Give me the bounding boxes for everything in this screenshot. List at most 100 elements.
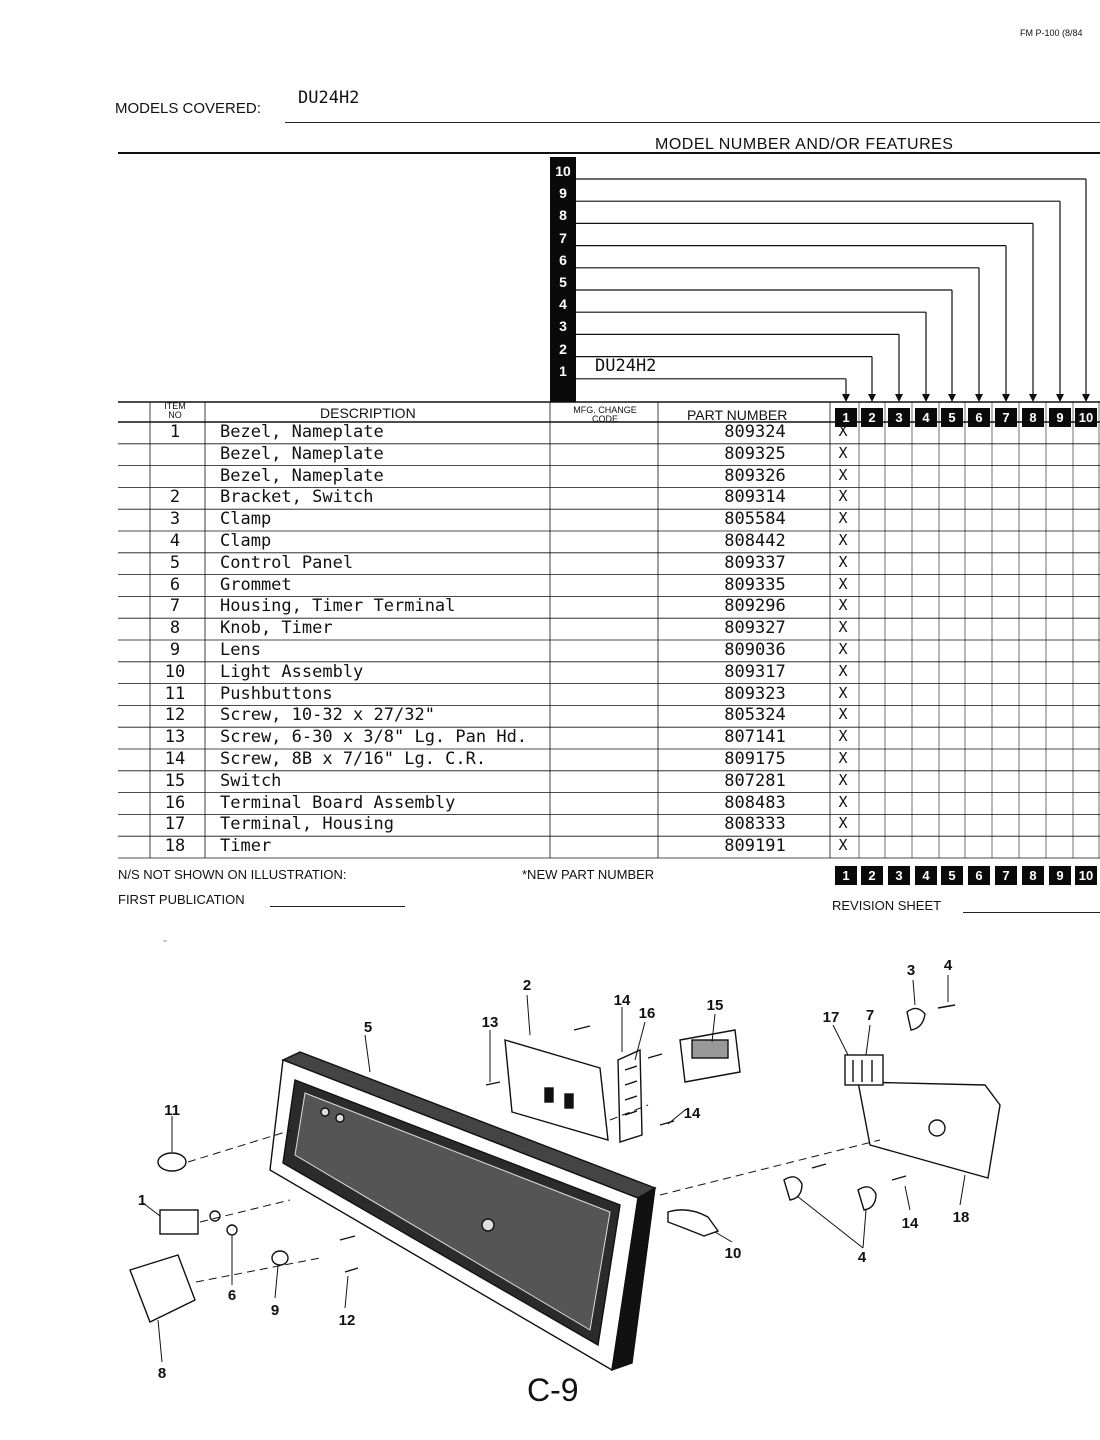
callout-12: 12	[339, 1312, 356, 1329]
clamp-4a	[783, 1176, 803, 1201]
page-code: C-9	[527, 1372, 579, 1408]
column-1-model: DU24H2	[595, 356, 657, 376]
row-part-number: 807281	[724, 770, 786, 791]
strip-number-3: 3	[559, 318, 567, 335]
model-col-header-10: 10	[1075, 408, 1097, 427]
row-description: Terminal Board Assembly	[220, 792, 456, 813]
row-model1-mark: X	[838, 552, 848, 571]
light-assembly	[667, 1209, 720, 1237]
row-item-no: 10	[164, 661, 186, 682]
model-col-footer-2: 2	[861, 866, 883, 885]
leader-arrow-6	[975, 394, 983, 402]
control-panel-end	[611, 1186, 656, 1372]
terminal-board	[617, 1048, 643, 1143]
callout-13: 13	[482, 1014, 499, 1031]
row-item-no: 9	[169, 640, 181, 660]
row-item-no: 18	[164, 836, 186, 857]
row-item-no: 6	[169, 574, 181, 595]
model-col-footer-10: 10	[1075, 866, 1097, 885]
terminal-housing	[844, 1054, 884, 1086]
row-model1-mark: X	[838, 531, 848, 549]
row-part-number: 807141	[724, 727, 786, 748]
callout-9: 9	[271, 1302, 279, 1319]
strip-number-9: 9	[559, 185, 567, 202]
model-col-footer-4: 4	[915, 866, 937, 885]
nameplate-bezel	[159, 1209, 199, 1235]
row-part-number: 809324	[724, 422, 786, 442]
row-model1-mark: X	[838, 465, 848, 484]
row-part-number: 809296	[724, 596, 786, 617]
row-item-no: 1	[169, 422, 181, 442]
row-description: Lens	[220, 640, 261, 660]
model-col-footer-8: 8	[1022, 866, 1044, 885]
features-title: MODEL NUMBER AND/OR FEATURES	[655, 136, 954, 153]
row-description: Screw, 8B x 7/16" Lg. C.R.	[220, 749, 487, 769]
row-item-no: 4	[169, 531, 181, 551]
first-publication-label: FIRST PUBLICATION	[118, 892, 245, 907]
leader-arrow-10	[1082, 394, 1090, 402]
callout-4: 4	[858, 1249, 867, 1266]
callout-10: 10	[725, 1245, 742, 1262]
description-header: DESCRIPTION	[320, 405, 416, 421]
item-no-header: ITEM NO	[152, 402, 198, 420]
leader-arrow-3	[895, 394, 903, 402]
row-part-number: 809325	[724, 443, 786, 464]
clamp-4b	[857, 1186, 877, 1211]
row-description: Bracket, Switch	[220, 487, 374, 508]
leader-arrow-8	[1029, 394, 1037, 402]
row-item-no: 12	[164, 705, 186, 726]
leader-arrow-2	[868, 394, 876, 402]
item-header-line2: NO	[168, 410, 182, 420]
callout-8: 8	[158, 1365, 166, 1382]
row-model1-mark: X	[838, 749, 848, 767]
row-model1-mark: X	[838, 596, 848, 615]
row-model1-mark: X	[838, 683, 848, 702]
form-id: FM P-100 (8/84	[1020, 28, 1083, 38]
row-part-number: 809323	[724, 683, 786, 704]
row-item-no: 7	[169, 596, 181, 617]
model-col-footer-7: 7	[995, 866, 1017, 885]
row-item-no: 11	[164, 683, 186, 704]
model-col-footer-5: 5	[941, 866, 963, 885]
row-part-number: 809036	[724, 640, 786, 660]
callout-6: 6	[228, 1287, 236, 1304]
row-item-no: 5	[169, 552, 181, 573]
leader-arrow-1	[842, 394, 850, 402]
row-description: Timer	[220, 836, 272, 857]
mfg-change-header: MFG. CHANGE CODE	[560, 406, 650, 424]
switch-bracket	[504, 1039, 609, 1141]
model-col-header-8: 8	[1022, 408, 1044, 427]
row-description: Light Assembly	[220, 661, 364, 682]
row-item-no: 2	[169, 487, 181, 508]
row-part-number: 809337	[724, 552, 786, 573]
strip-number-1: 1	[559, 362, 567, 379]
row-model1-mark: X	[838, 661, 848, 680]
row-description: Pushbuttons	[220, 683, 333, 704]
callout-11: 11	[164, 1102, 180, 1119]
row-model1-mark: X	[838, 770, 848, 789]
model-col-header-5: 5	[941, 408, 963, 427]
models-covered-value: DU24H2	[298, 88, 360, 108]
part-number-header: PART NUMBER	[687, 407, 788, 423]
row-description: Bezel, Nameplate	[220, 443, 384, 464]
row-model1-mark: X	[838, 836, 848, 855]
row-part-number: 805584	[724, 509, 786, 530]
ns-note: N/S NOT SHOWN ON ILLUSTRATION:	[118, 867, 347, 882]
row-description: Terminal, Housing	[220, 814, 394, 835]
row-model1-mark: X	[838, 640, 848, 658]
row-item-no: 14	[164, 749, 186, 769]
callout-18: 18	[953, 1209, 970, 1226]
model-col-footer-1: 1	[835, 866, 857, 885]
row-part-number: 809335	[724, 574, 786, 595]
callout-3: 3	[907, 962, 915, 979]
grommet	[226, 1224, 238, 1236]
pushbuttons	[157, 1152, 187, 1172]
row-description: Grommet	[220, 574, 292, 595]
row-description: Clamp	[220, 531, 272, 551]
leader-arrow-4	[922, 394, 930, 402]
callout-15: 15	[707, 997, 724, 1014]
callout-16: 16	[639, 1005, 656, 1022]
leader-arrow-5	[948, 394, 956, 402]
row-model1-mark: X	[838, 705, 848, 724]
